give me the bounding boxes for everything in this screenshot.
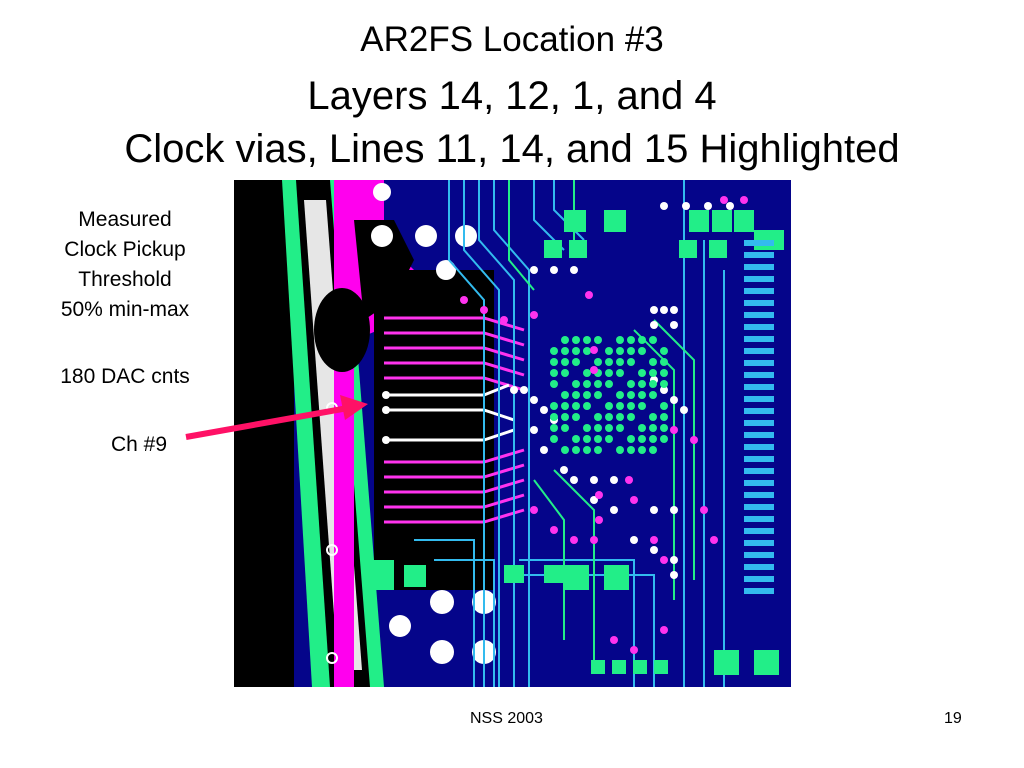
threshold-note-line-3: Threshold: [78, 268, 172, 291]
channel-label: Ch #9: [110, 433, 168, 456]
threshold-note-line-2: Clock Pickup: [64, 238, 186, 261]
threshold-note-line-1: Measured: [78, 208, 172, 231]
threshold-note: Measured Clock Pickup Threshold 50% min-…: [30, 205, 220, 325]
footer-conference: NSS 2003: [470, 710, 543, 727]
pcb-layout-image: [234, 180, 791, 687]
slide-title-line-1: AR2FS Location #3: [360, 20, 664, 59]
dac-count-note: 180 DAC cnts: [60, 365, 190, 388]
threshold-note-line-4: 50% min-max: [60, 298, 190, 321]
slide-number: 19: [944, 710, 962, 727]
slide-title-line-3: Clock vias, Lines 11, 14, and 15 Highlig…: [124, 127, 900, 171]
slide-title-line-2: Layers 14, 12, 1, and 4: [307, 74, 717, 118]
